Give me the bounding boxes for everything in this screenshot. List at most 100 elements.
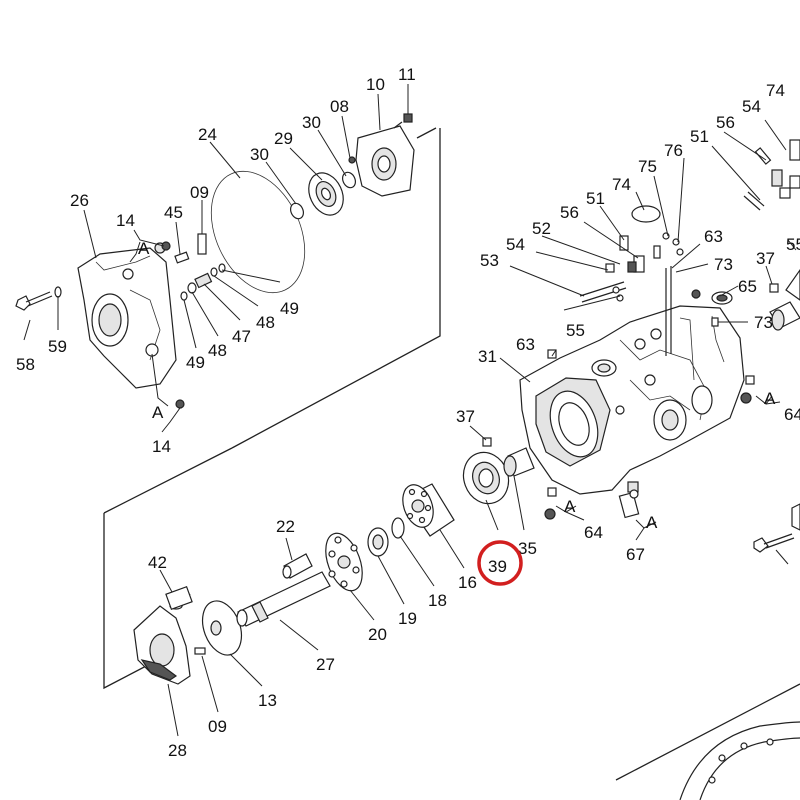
part-label-22: 22 [276,517,295,536]
part-label-75: 75 [638,157,657,176]
bolt-right[interactable] [753,533,795,553]
part-label-56-top: 56 [716,113,735,132]
part-label-10: 10 [366,75,385,94]
part-label-51: 51 [586,189,605,208]
part-label-67: 67 [626,545,645,564]
part-label-13: 13 [258,691,277,710]
washer-59[interactable] [54,286,62,298]
part-labels: 11 10 08 30 29 30 24 26 09 45 14 58 59 4… [16,65,800,760]
part-label-63-top: 63 [704,227,723,246]
part-label-65: 65 [738,277,757,296]
pin-09-lower[interactable] [194,647,206,655]
part-label-42: 42 [148,553,167,572]
valve-plate-39[interactable] [456,446,515,510]
pin-45[interactable] [174,251,190,264]
part-label-55-right: 55 [786,235,800,254]
part-label-56: 56 [560,203,579,222]
part-label-27: 27 [316,655,335,674]
ball-guide-19[interactable] [367,527,389,557]
spring-set-47-48-49[interactable] [180,263,226,301]
part-label-26: 26 [70,191,89,210]
part-label-74-top: 74 [766,81,785,100]
part-label-29: 29 [274,129,293,148]
part-label-58: 58 [16,355,35,374]
rod-53[interactable] [579,281,627,303]
part-label-73: 73 [754,313,773,332]
part-label-52: 52 [532,219,551,238]
part-label-37: 37 [456,407,475,426]
pin-09-upper[interactable] [197,233,207,255]
part-label-16: 16 [458,573,477,592]
shaft-27[interactable] [236,571,331,627]
view-marker-a3: A [564,497,576,516]
pin-37-right[interactable] [769,283,779,293]
pin-42[interactable] [165,585,193,611]
plate-10[interactable] [355,125,415,197]
leader-lines [23,84,797,737]
view-marker-a5: A [764,389,776,408]
plug-64-center[interactable] [544,508,556,520]
part-label-31: 31 [478,347,497,366]
upper-left-assembly [15,113,415,409]
cylinder-block-16[interactable] [397,481,455,537]
part-label-35: 35 [518,539,537,558]
part-label-64-right: 64 [784,405,800,424]
pin-37-center[interactable] [482,437,492,447]
part-label-09-lower: 09 [208,717,227,736]
part-label-51-top: 51 [690,127,709,146]
part-label-48-left: 48 [208,341,227,360]
plug-08[interactable] [348,156,356,164]
needle-bearing-35[interactable] [503,447,535,477]
part-label-59: 59 [48,337,67,356]
bolt-11[interactable] [393,113,413,129]
retainer-plate-20[interactable] [319,528,370,595]
part-label-14-lower: 14 [152,437,171,456]
part-label-24: 24 [198,125,217,144]
part-label-09-upper: 09 [190,183,209,202]
part-label-30-left: 30 [250,145,269,164]
bolt-14-lower[interactable] [175,399,185,409]
part-label-11: 11 [398,65,416,84]
part-label-47: 47 [232,327,251,346]
part-label-54-top: 54 [742,97,761,116]
highlight-circle-39 [477,540,523,586]
rotating-group [133,437,535,685]
part-label-08: 08 [330,97,349,116]
part-label-76: 76 [664,141,683,160]
bolt-58[interactable] [15,291,53,311]
spring-18[interactable] [391,517,405,539]
part-label-49-right: 49 [280,299,299,318]
valve-51[interactable] [619,235,629,251]
part-label-55: 55 [566,321,585,340]
part-label-54: 54 [506,235,525,254]
bearing-right[interactable] [769,301,800,331]
rod-63[interactable] [665,266,672,356]
snap-ring-30-right[interactable] [340,170,358,190]
sensor-67[interactable] [618,481,640,519]
part-label-18: 18 [428,591,447,610]
view-markers: A A A A A [138,239,776,532]
part-label-28: 28 [168,741,187,760]
snap-ring-30-left[interactable] [288,201,306,221]
flywheel-arc[interactable] [679,721,800,800]
seal-74[interactable] [631,205,661,223]
part-label-39: 39 [488,557,507,576]
plug-65[interactable] [711,291,733,305]
part-label-37-right: 37 [756,249,775,268]
view-marker-a4: A [646,513,658,532]
bushing-22[interactable] [282,553,313,579]
part-label-73-top: 73 [714,255,733,274]
control-parts [544,139,800,800]
part-label-45: 45 [164,203,183,222]
part-label-63: 63 [516,335,535,354]
plug-64-right[interactable] [740,392,752,404]
gasket-24[interactable] [193,156,323,308]
part-label-20: 20 [368,625,387,644]
part-label-19: 19 [398,609,417,628]
part-label-53: 53 [480,251,499,270]
main-housing-31[interactable] [519,305,745,495]
view-marker-a1: A [138,239,150,258]
part-label-14-upper: 14 [116,211,135,230]
part-label-48-right: 48 [256,313,275,332]
